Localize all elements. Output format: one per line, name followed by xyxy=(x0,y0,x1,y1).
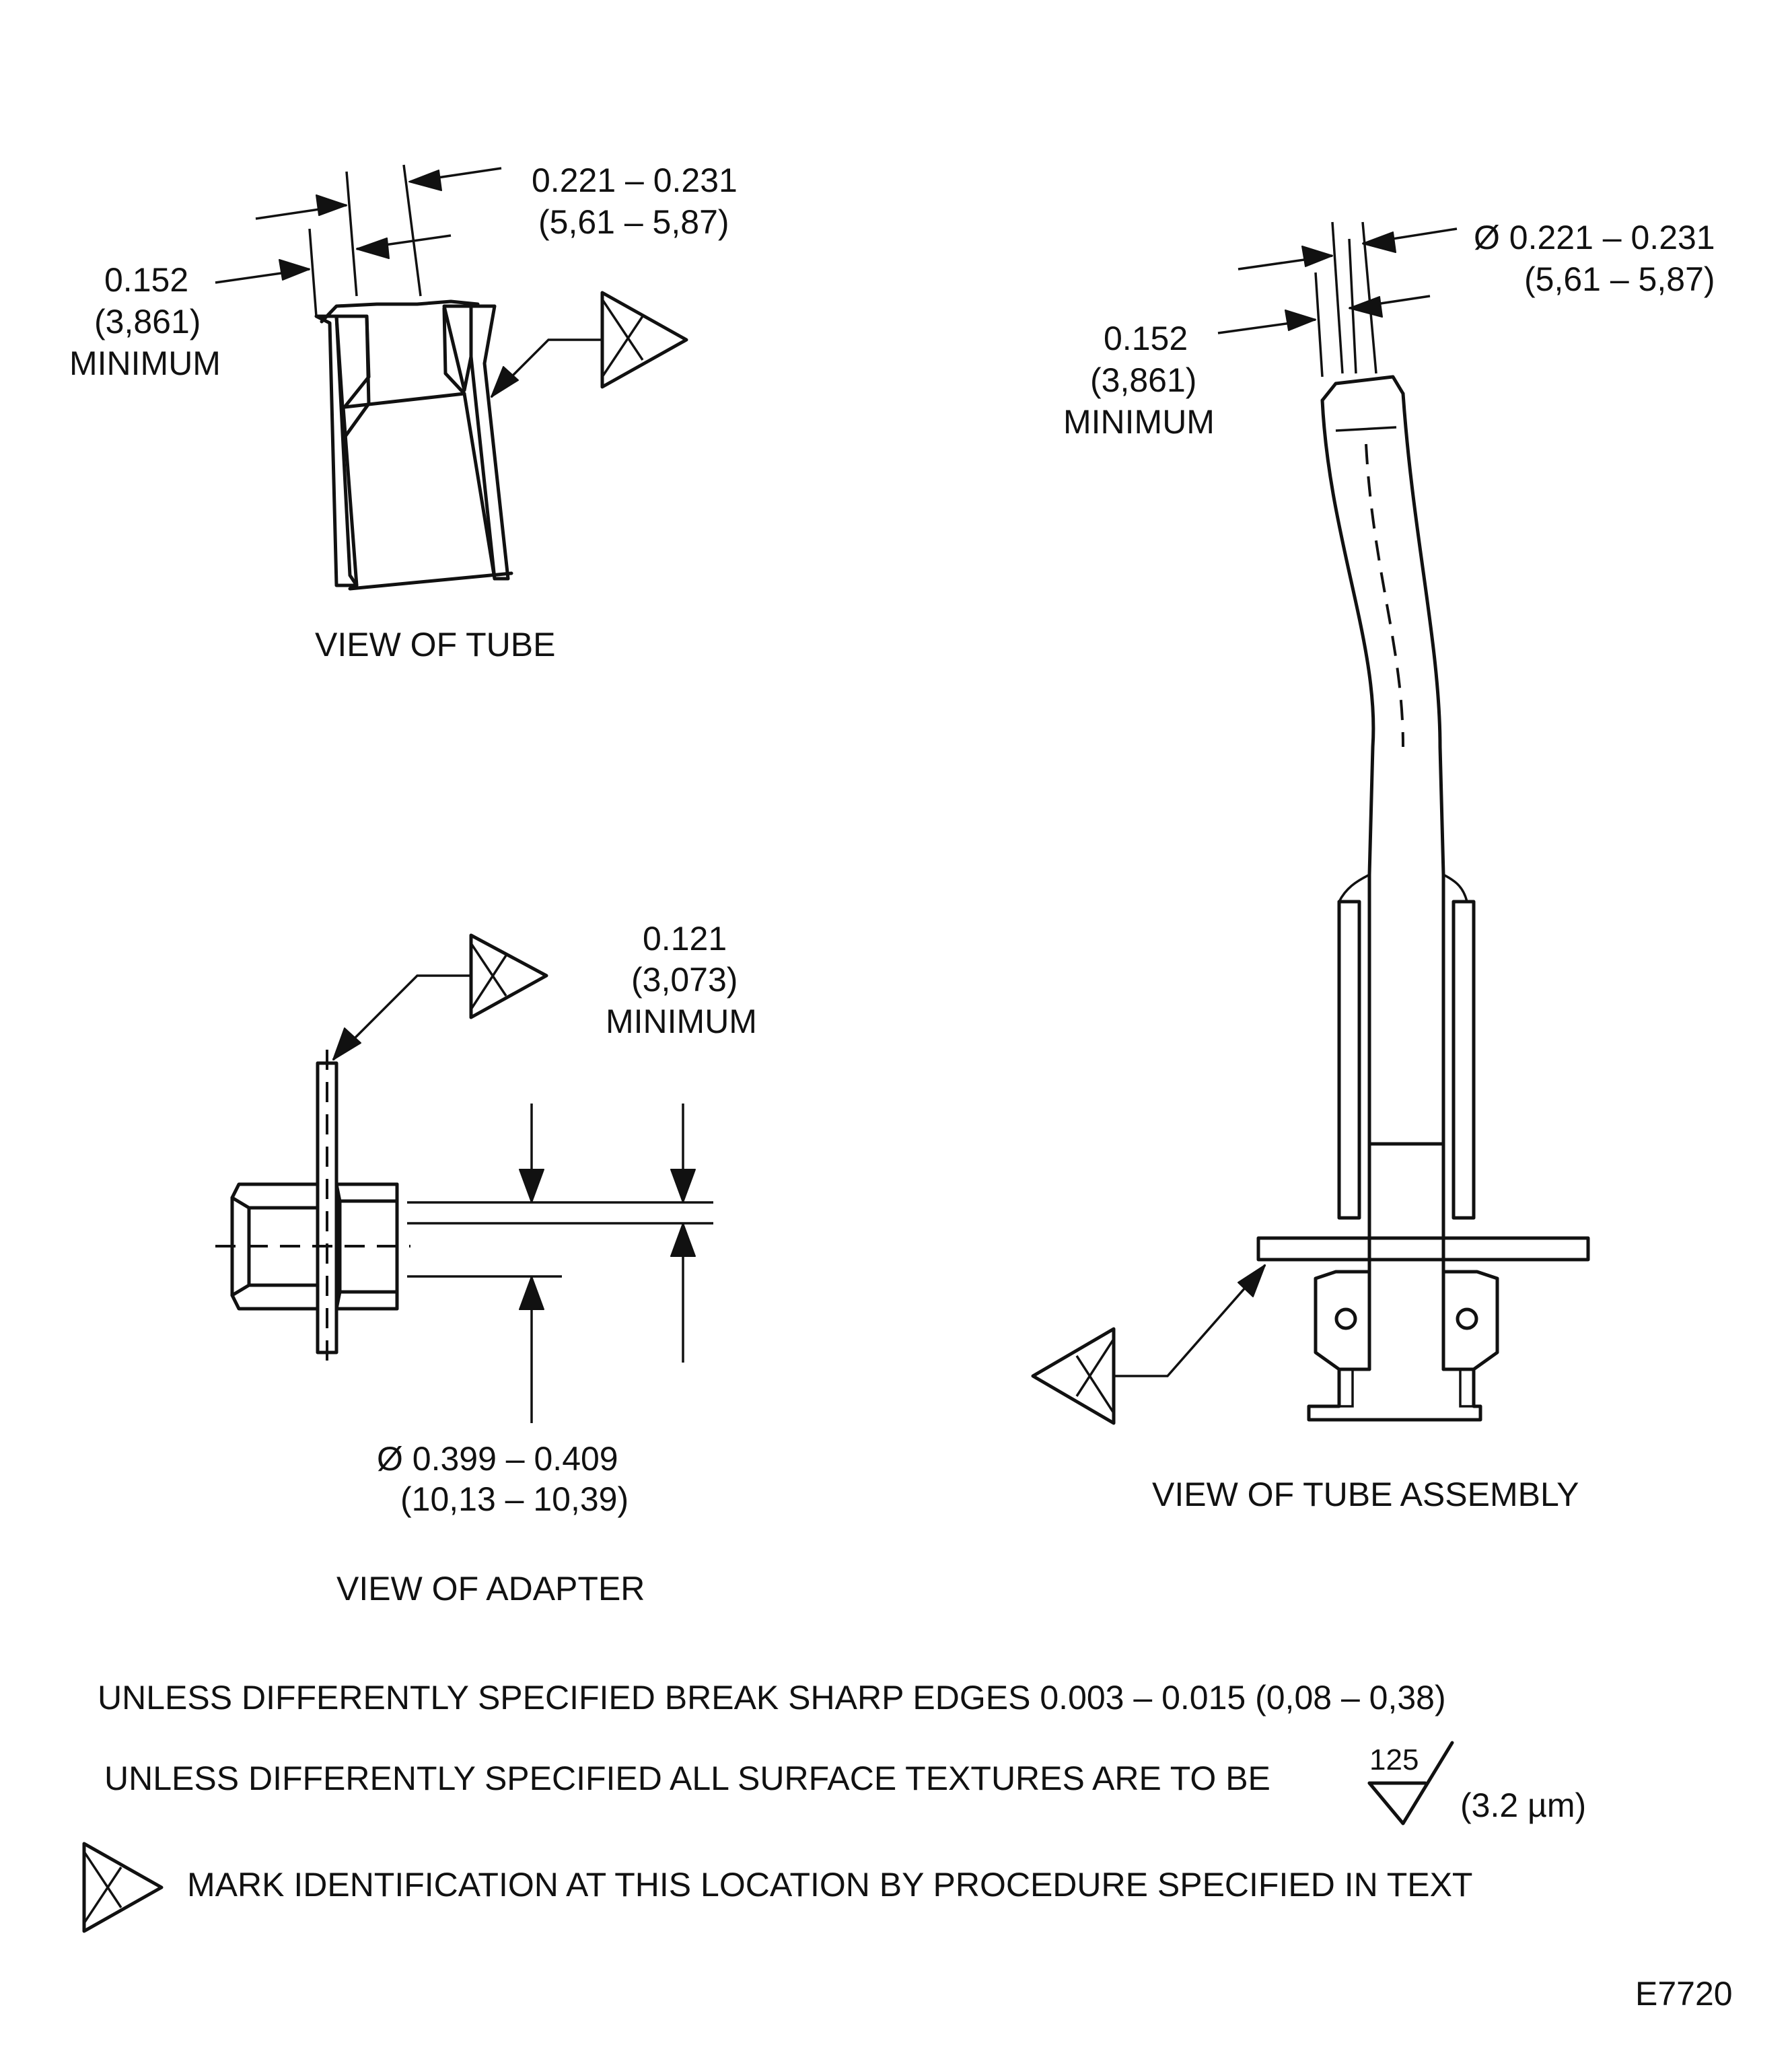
adapter-view: 0.121 (3,073) MINIMUM Ø 0.399 – 0.409 (1… xyxy=(215,920,757,1607)
dimension-arrow xyxy=(1362,231,1396,253)
assembly-id-note: MINIMUM xyxy=(1063,403,1215,441)
assembly-view-caption: VIEW OF TUBE ASSEMBLY xyxy=(1152,1476,1579,1513)
dimension-arrow xyxy=(1349,296,1383,318)
adapter-section xyxy=(230,1061,399,1354)
dimension-arrow xyxy=(356,238,390,259)
adapter-view-caption: VIEW OF ADAPTER xyxy=(336,1570,645,1607)
adapter-wall-dimension: 0.121 xyxy=(643,920,727,957)
assembly-id-dimension: 0.152 xyxy=(1104,320,1188,357)
extension-line xyxy=(308,228,318,317)
tube-id-note: MINIMUM xyxy=(69,345,221,382)
dimension-arrow xyxy=(408,170,442,191)
texture-value: 125 xyxy=(1369,1743,1419,1776)
dimension-arrow xyxy=(1285,310,1316,331)
leader-arrow xyxy=(1238,1264,1266,1297)
tube-section xyxy=(314,299,513,591)
dimension-arrow xyxy=(519,1276,544,1310)
dimension-arrow xyxy=(519,1169,544,1203)
note-surface-texture: UNLESS DIFFERENTLY SPECIFIED ALL SURFACE… xyxy=(104,1760,1270,1797)
mark-symbol-icon xyxy=(1031,1327,1116,1425)
figure-id: E7720 xyxy=(1635,1975,1733,2013)
surface-texture-symbol-icon: 125 xyxy=(1367,1741,1454,1825)
tube-od-metric: (5,61 – 5,87) xyxy=(538,203,729,241)
tube-od-dimension: 0.221 – 0.231 xyxy=(532,161,738,199)
texture-metric: (3.2 µm) xyxy=(1460,1786,1586,1824)
mark-symbol-icon xyxy=(469,933,548,1019)
adapter-bore-dimension: Ø 0.399 – 0.409 xyxy=(377,1440,618,1478)
leader-line xyxy=(490,338,602,398)
dimension-arrow xyxy=(1301,246,1333,267)
dimension-arrow xyxy=(670,1169,696,1203)
tube-view: 0.221 – 0.231 (5,61 – 5,87) 0.152 (3,861… xyxy=(69,161,738,663)
adapter-wall-metric: (3,073) xyxy=(631,961,738,999)
notes: UNLESS DIFFERENTLY SPECIFIED BREAK SHARP… xyxy=(82,1679,1586,1933)
leader-arrow xyxy=(491,366,519,398)
extension-line xyxy=(402,164,422,297)
assembly-id-metric: (3,861) xyxy=(1090,361,1196,399)
assembly-view: Ø 0.221 – 0.231 (5,61 – 5,87) 0.152 (3,8… xyxy=(1031,219,1715,1513)
note-break-edges: UNLESS DIFFERENTLY SPECIFIED BREAK SHARP… xyxy=(98,1679,1446,1716)
assembly-od-dimension: Ø 0.221 – 0.231 xyxy=(1474,219,1715,256)
assembly-od-metric: (5,61 – 5,87) xyxy=(1524,260,1715,298)
tube-id-dimension: 0.152 xyxy=(104,261,188,299)
dimension-arrow xyxy=(279,259,310,281)
dimension-arrow xyxy=(316,194,347,216)
dimension-arrow xyxy=(670,1223,696,1257)
leader-line xyxy=(332,974,471,1061)
leader-line xyxy=(1114,1264,1266,1377)
mark-symbol-icon xyxy=(82,1842,164,1933)
note-mark-identification: MARK IDENTIFICATION AT THIS LOCATION BY … xyxy=(187,1866,1472,1904)
tube-view-caption: VIEW OF TUBE xyxy=(315,626,555,663)
extension-line xyxy=(345,171,358,297)
adapter-wall-note: MINIMUM xyxy=(606,1003,757,1040)
assembly-section xyxy=(1256,375,1590,1422)
tube-id-metric: (3,861) xyxy=(94,303,201,340)
centerline xyxy=(1365,443,1404,748)
leader-arrow xyxy=(332,1027,361,1060)
adapter-bore-metric: (10,13 – 10,39) xyxy=(400,1480,629,1518)
mark-symbol-icon xyxy=(600,291,688,389)
